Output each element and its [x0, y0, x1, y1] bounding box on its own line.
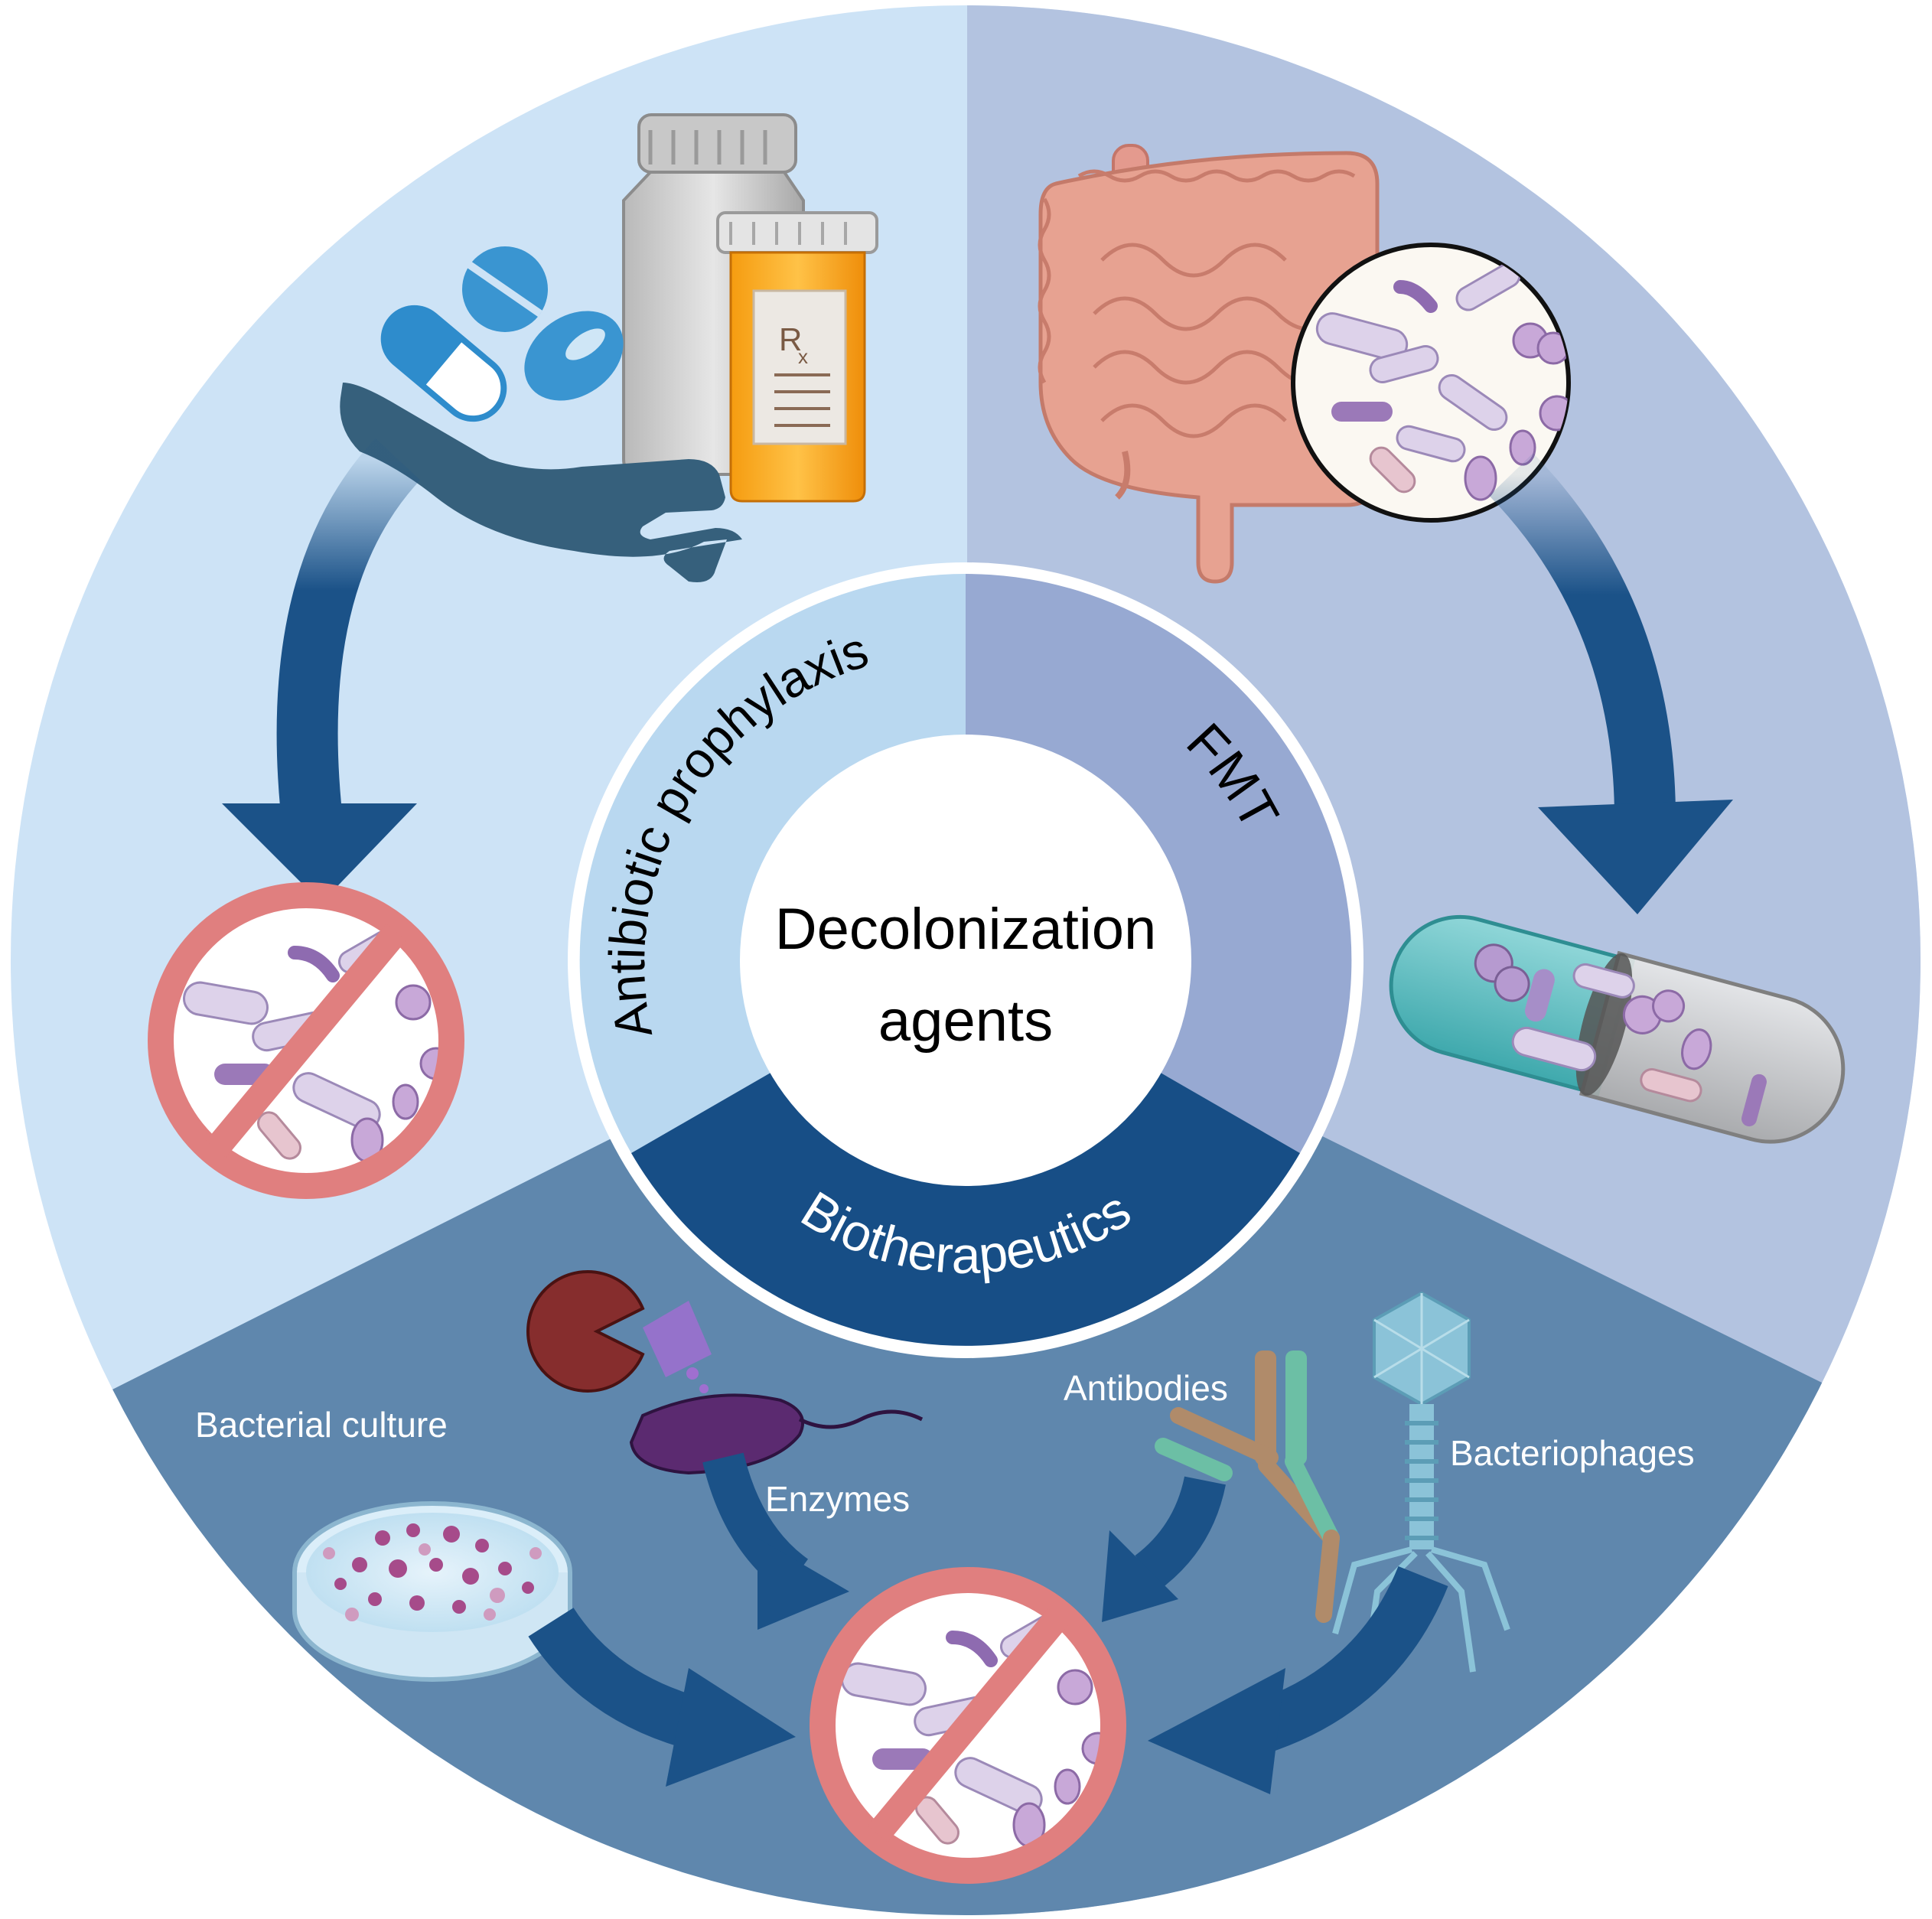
hand-icon [340, 383, 742, 582]
rx-subscript: x [798, 345, 808, 368]
no-bacteria-sign-biotherapeutics [810, 1567, 1126, 1884]
label-bacterial-culture: Bacterial culture [195, 1405, 448, 1445]
antibiotic-arrow [276, 438, 421, 838]
fmt-arrow [1489, 453, 1676, 819]
bacteriophage-icon [1332, 1291, 1510, 1673]
center-circle [740, 735, 1191, 1186]
biotherapeutics-arrows [528, 1452, 1448, 1794]
label-enzymes: Enzymes [765, 1479, 910, 1519]
intestine-icon [1038, 144, 1380, 584]
center-title-line1: Decolonization [775, 897, 1157, 962]
prescription-bottle-icon: R x [716, 211, 878, 503]
label-bacteriophages: Bacteriophages [1450, 1433, 1695, 1473]
petri-dish-icon [292, 1501, 572, 1682]
microbiome-magnifier [1291, 243, 1571, 523]
enzyme-icon [526, 1270, 712, 1393]
pills-icon [380, 246, 624, 422]
rx-symbol: R [779, 321, 802, 357]
antibiotic-illustration: R x [340, 113, 878, 582]
antibodies-icon [1155, 1350, 1340, 1623]
fmt-capsule-icon [1389, 914, 1846, 1144]
fmt-arrowhead [1538, 800, 1733, 914]
no-bacteria-sign-antibiotic [148, 882, 464, 1199]
bacterium-icon [629, 1393, 924, 1475]
label-antibodies: Antibodies [1064, 1368, 1228, 1408]
antibiotic-arrowhead [222, 803, 417, 903]
center-title-line2: agents [878, 989, 1053, 1054]
biotherapeutics-sector [11, 960, 1921, 1915]
fmt-illustration [1038, 144, 1571, 584]
